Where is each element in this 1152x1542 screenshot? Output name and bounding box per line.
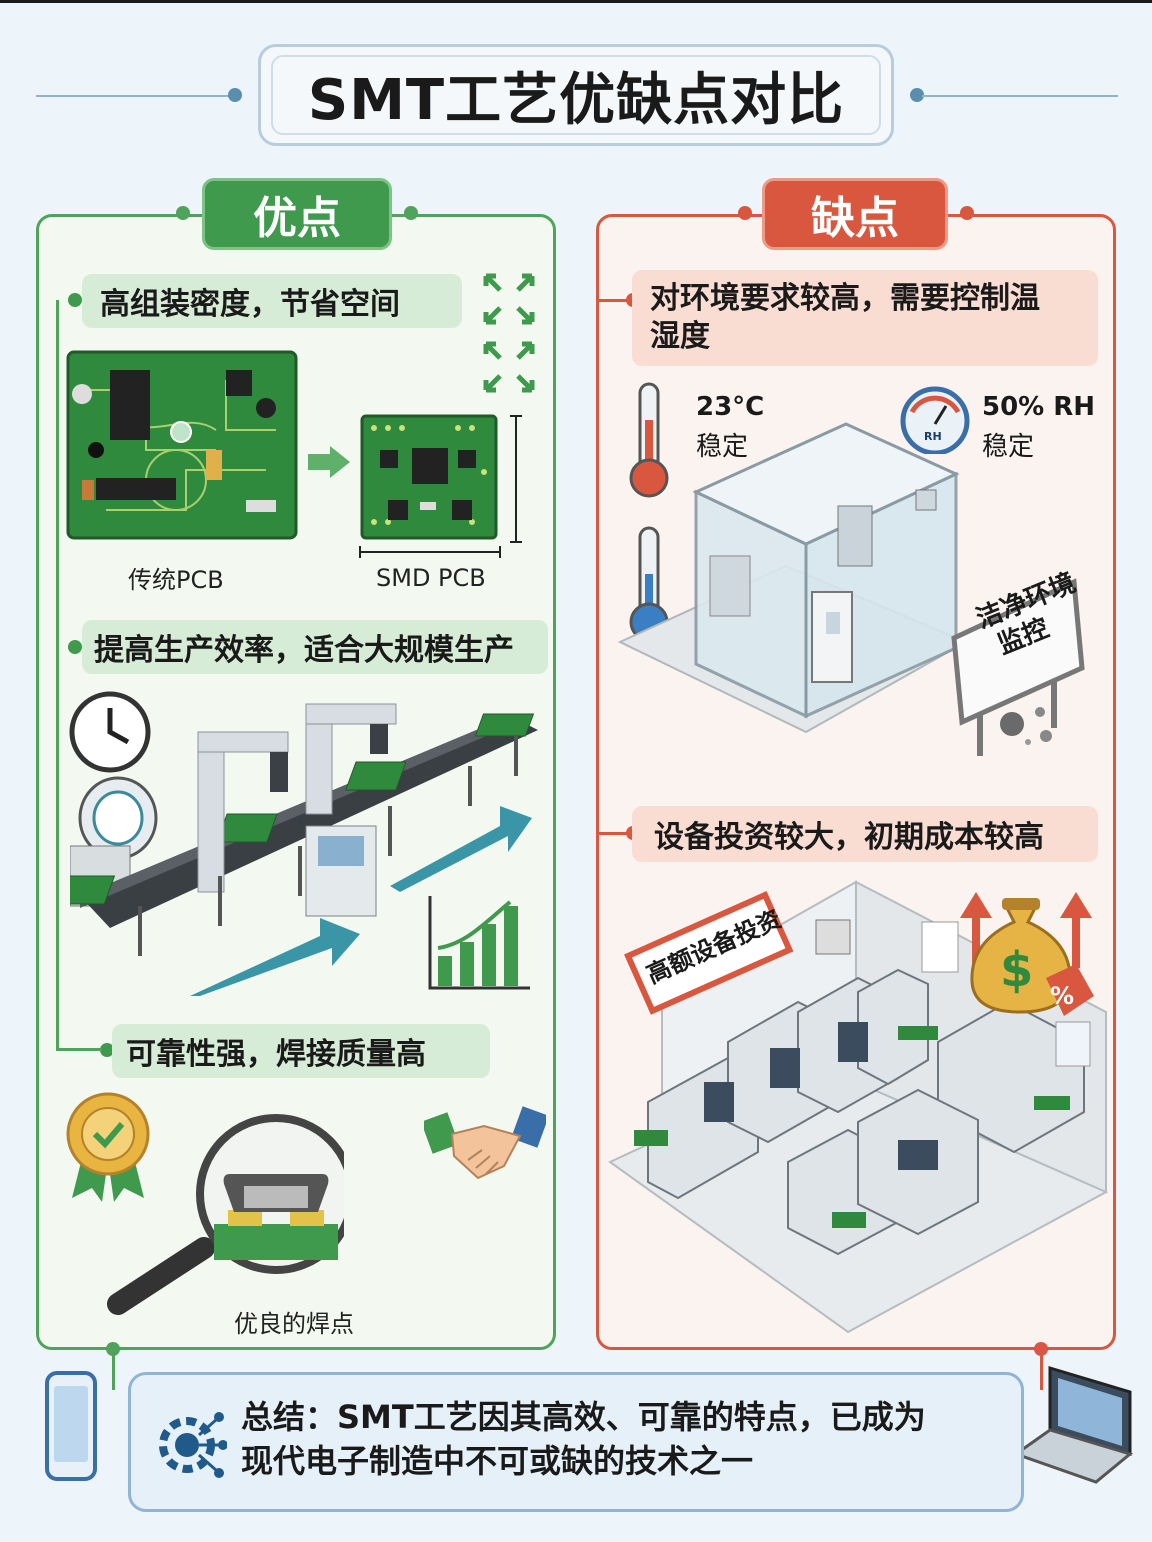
pros-bullet-1 xyxy=(68,293,82,307)
summary-connector-left xyxy=(112,1350,115,1390)
award-badge-icon xyxy=(66,1092,150,1202)
cons-item-2: 设备投资较大，初期成本较高 xyxy=(632,806,1098,862)
summary-dot-left xyxy=(106,1342,120,1356)
rh-label: 稳定 xyxy=(982,432,1035,462)
pros-tab-dot-right xyxy=(404,206,418,220)
summary-box: 总结：SMT工艺因其高效、可靠的特点，已成为 现代电子制造中不可或缺的技术之一 xyxy=(128,1372,1024,1512)
height-dimension-icon xyxy=(510,415,522,543)
page-title: SMT工艺优缺点对比 xyxy=(307,67,845,133)
temp-value: 23°C xyxy=(696,392,765,422)
expand-arrows-icon xyxy=(483,273,535,393)
gauge-label: RH xyxy=(924,430,942,443)
smd-pcb-image xyxy=(360,414,498,540)
thermometer-red-icon xyxy=(629,382,669,498)
equipment-factory-image xyxy=(608,880,1108,1334)
traditional-pcb-caption: 传统PCB xyxy=(128,566,224,594)
money-symbol: $ xyxy=(1000,942,1034,998)
cons-item-1-line2: 湿度 xyxy=(650,319,710,354)
summary-line-2: 现代电子制造中不可或缺的技术之一 xyxy=(241,1442,754,1480)
top-border xyxy=(0,0,1152,3)
pros-bullet-3 xyxy=(100,1043,114,1057)
humidity-gauge-icon xyxy=(900,386,970,454)
cons-connector-2 xyxy=(596,832,628,835)
pros-header: 优点 xyxy=(202,178,392,250)
solder-caption: 优良的焊点 xyxy=(234,1310,354,1338)
pros-connector-end xyxy=(56,1048,102,1051)
title-rule-left xyxy=(36,95,234,97)
cons-item-1: 对环境要求较高，需要控制温 湿度 xyxy=(632,270,1098,366)
smd-pcb-caption: SMD PCB xyxy=(376,564,486,592)
pros-item-3: 可靠性强，焊接质量高 xyxy=(112,1024,490,1078)
smartphone-icon xyxy=(45,1371,97,1481)
cleanroom-image xyxy=(617,422,969,734)
cons-item-1-line1: 对环境要求较高，需要控制温 xyxy=(650,281,1040,316)
clock-icon xyxy=(69,691,151,773)
cons-header: 缺点 xyxy=(762,178,948,250)
pros-tab-dot-left xyxy=(176,206,190,220)
pros-bullet-2 xyxy=(68,640,82,654)
title-box: SMT工艺优缺点对比 xyxy=(258,44,894,146)
temp-label: 稳定 xyxy=(696,432,749,462)
summary-text: 总结：SMT工艺因其高效、可靠的特点，已成为 现代电子制造中不可或缺的技术之一 xyxy=(241,1395,1001,1483)
dust-particles-icon xyxy=(1000,707,1052,745)
summary-connector-right xyxy=(1040,1350,1043,1390)
cons-tab-dot-right xyxy=(960,206,974,220)
summary-line-1: 总结：SMT工艺因其高效、可靠的特点，已成为 xyxy=(241,1398,926,1436)
pros-item-1: 高组装密度，节省空间 xyxy=(82,274,462,328)
summary-dot-right xyxy=(1034,1342,1048,1356)
handshake-icon xyxy=(424,1106,546,1180)
title-dot-left xyxy=(228,88,242,102)
clean-env-sign xyxy=(951,578,1085,756)
rh-value: 50% RH xyxy=(982,392,1096,422)
production-line-image xyxy=(70,703,538,996)
traditional-pcb-image xyxy=(66,350,298,540)
laptop-icon xyxy=(1012,1365,1134,1484)
title-rule-right xyxy=(922,95,1118,97)
cons-connector-1 xyxy=(596,299,628,302)
cons-tab-dot-left xyxy=(738,206,752,220)
right-arrow-icon xyxy=(308,446,350,478)
pros-connector xyxy=(56,300,59,1050)
growth-chart-icon xyxy=(428,896,530,990)
money-bag-icon xyxy=(960,892,1094,1016)
gear-network-icon xyxy=(159,1412,227,1478)
discount-tag-symbol: % xyxy=(1050,982,1075,1010)
width-dimension-icon xyxy=(359,546,501,558)
title-dot-right xyxy=(910,88,924,102)
solder-magnifier-image xyxy=(107,1114,344,1315)
pros-item-2: 提高生产效率，适合大规模生产 xyxy=(82,620,548,674)
